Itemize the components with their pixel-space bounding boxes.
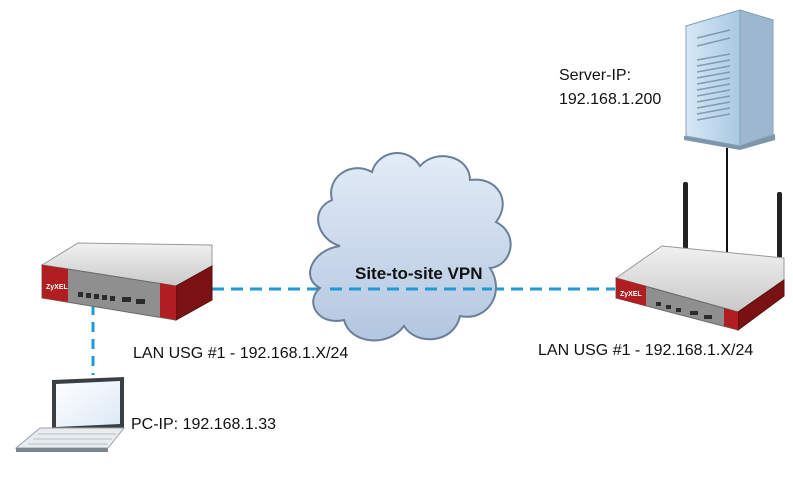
lan-label-right: LAN USG #1 - 192.168.1.X/24 [538,342,753,359]
device-logo-right: ZyXEL [620,291,643,298]
pc-ip-label: PC-IP: 192.168.1.33 [131,416,276,433]
lan-label-left: LAN USG #1 - 192.168.1.X/24 [133,345,348,362]
server-icon [684,9,775,150]
cloud-icon [309,152,512,342]
server-ip-value: 192.168.1.200 [559,91,661,108]
router-left-icon: ZyXEL [40,242,213,321]
vpn-label: Site-to-site VPN [355,264,483,283]
router-right-icon: ZyXEL [614,182,785,331]
device-logo-left: ZyXEL [46,284,69,291]
laptop-icon [14,377,126,452]
server-ip-title: Server-IP: [559,67,631,84]
